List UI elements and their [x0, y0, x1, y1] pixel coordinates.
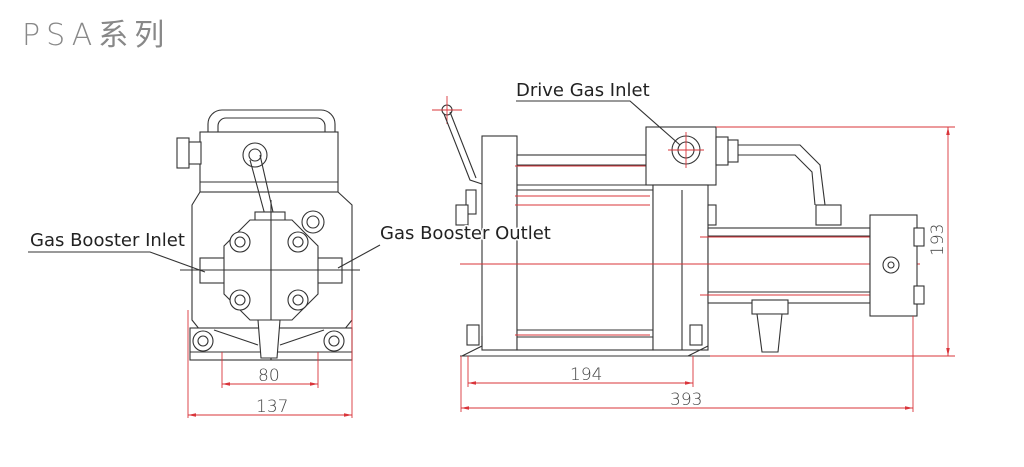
gas-booster-outlet-label: Gas Booster Outlet [380, 223, 551, 244]
bolt-icon [192, 231, 345, 352]
dimension-80: 80 [258, 366, 280, 386]
dimension-137: 137 [256, 397, 288, 417]
page-title: PSA系列 [22, 18, 170, 53]
dimension-194: 194 [570, 365, 602, 385]
drive-gas-inlet-label: Drive Gas Inlet [516, 80, 650, 101]
side-view [432, 96, 955, 412]
front-view [176, 109, 360, 418]
gas-booster-inlet-label: Gas Booster Inlet [30, 230, 185, 251]
dimension-193: 193 [928, 224, 948, 256]
dimension-393: 393 [670, 390, 702, 410]
